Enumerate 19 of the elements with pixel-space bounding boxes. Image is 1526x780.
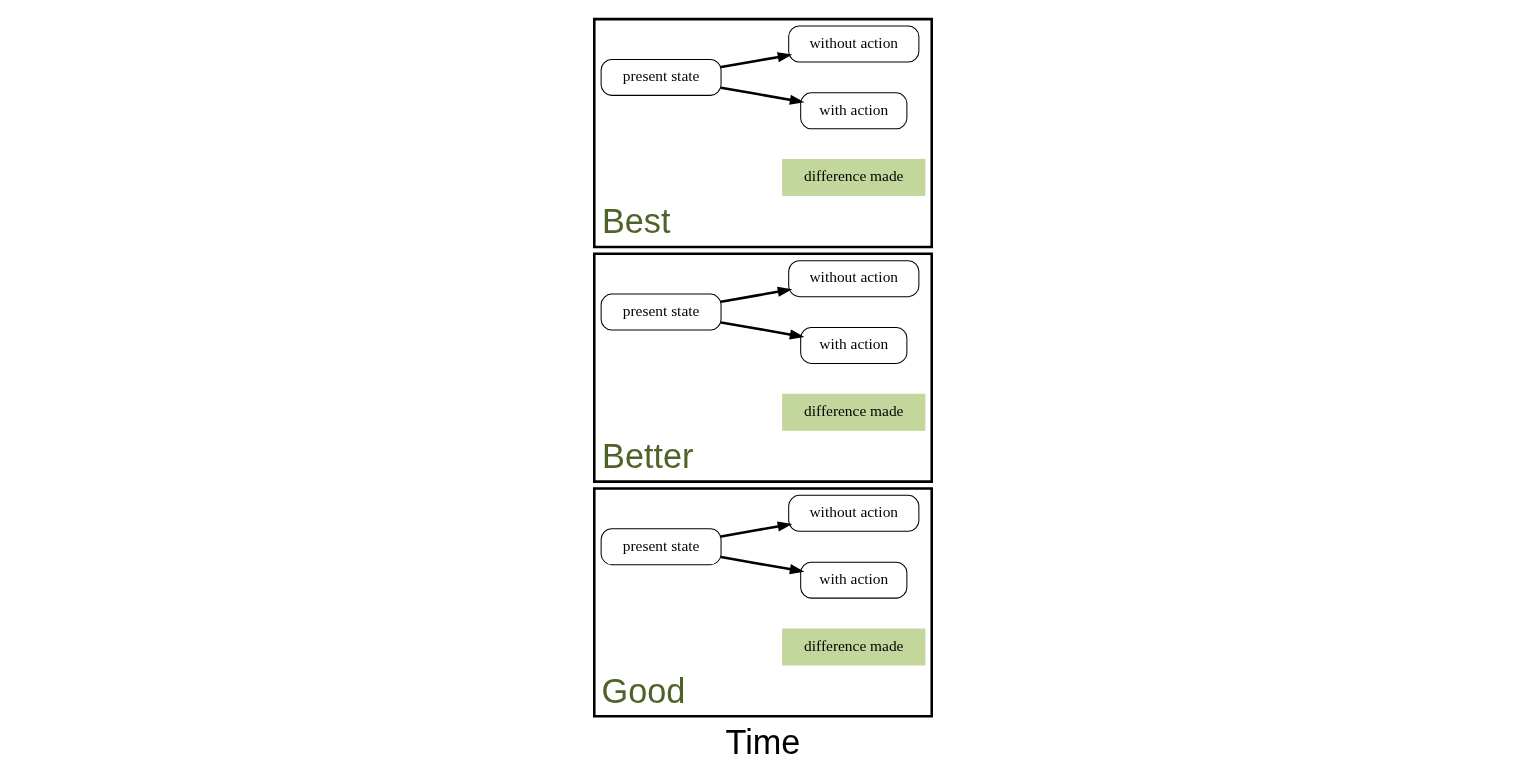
node-box: difference made [782,393,926,431]
node-box: with action [800,326,908,364]
node-box: without action [788,260,920,298]
node-box: without action [788,25,920,63]
arrow [720,521,793,538]
arrow [720,286,793,303]
arrow [720,52,793,69]
node-box: present state [600,293,722,331]
node-box: present state [600,528,722,566]
node-box: without action [788,494,920,532]
node-box: with action [800,561,908,599]
node-box: with action [800,92,908,130]
node-box: difference made [782,628,926,666]
arrow [720,555,805,575]
node-box: present state [600,58,722,96]
arrow [720,321,805,340]
caption: Time [725,723,801,761]
arrow [720,86,805,105]
node-box: difference made [782,159,926,197]
